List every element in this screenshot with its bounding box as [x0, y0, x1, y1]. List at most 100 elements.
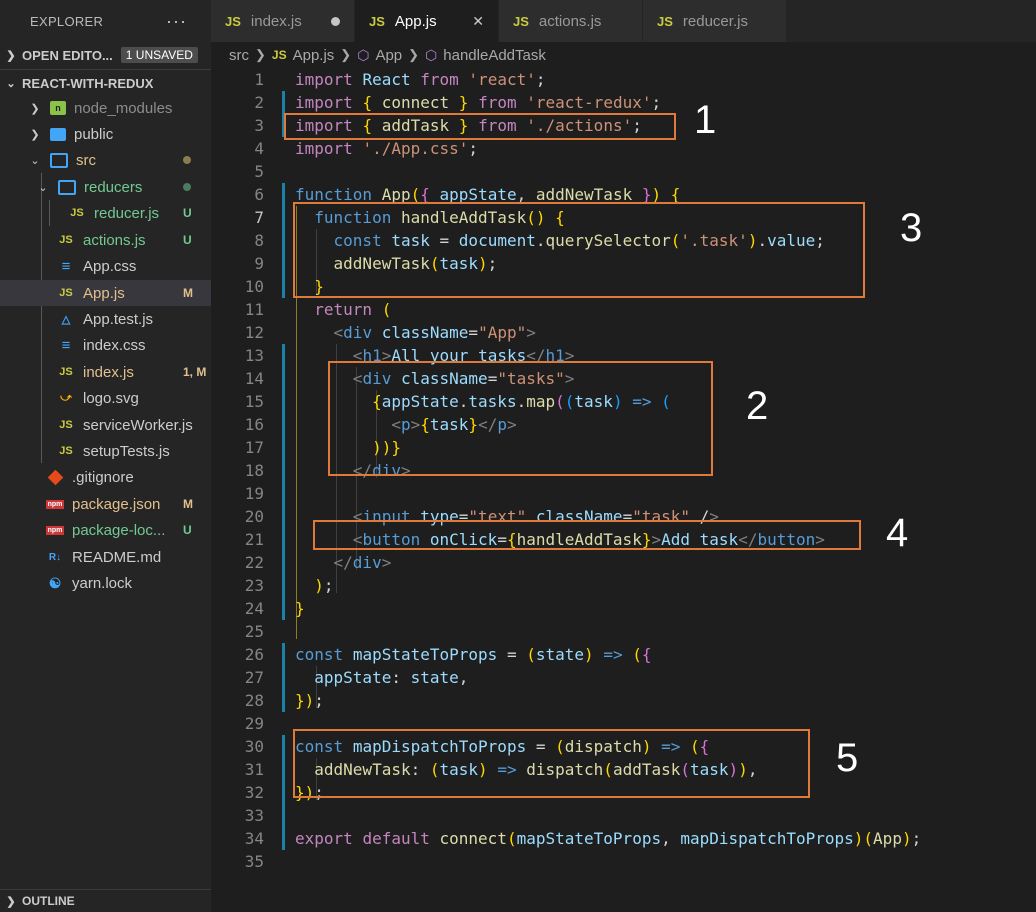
file-label: reducer.js [94, 204, 160, 222]
tree-item-logo-svg[interactable]: ⤻ logo.svg [0, 385, 211, 411]
tree-item-reducer-js[interactable]: JS reducer.js U [0, 200, 211, 226]
chevron-down-icon: ⌄ [38, 181, 48, 194]
code-text: return ( [314, 300, 392, 319]
code-text: <div className="App"> [333, 323, 536, 342]
file-label: actions.js [83, 231, 146, 249]
breadcrumb-component[interactable]: App [375, 46, 403, 64]
tree-item-index-css[interactable]: ≡ index.css [0, 332, 211, 358]
code-text: }); [295, 691, 324, 710]
line-number: 4 [254, 139, 264, 158]
tab-actions-js[interactable]: JS actions.js [499, 0, 643, 42]
js-file-icon: JS [225, 13, 241, 29]
tab-app-js[interactable]: JS App.js ✕ [355, 0, 499, 42]
annotation-box-5 [293, 729, 810, 798]
chevron-down-icon: ⌄ [6, 77, 16, 90]
code-text: ))} [372, 438, 401, 457]
git-change-indicator [282, 344, 285, 620]
outline-section[interactable]: ❯ OUTLINE [0, 889, 211, 912]
js-file-icon: JS [59, 287, 73, 299]
callout-4: 4 [886, 511, 909, 555]
js-file-icon: JS [513, 13, 529, 29]
tree-item-package-lock[interactable]: npm package-loc... U [0, 517, 211, 543]
line-number: 19 [244, 484, 264, 503]
tree-item-package-json[interactable]: npm package.json M [0, 491, 211, 517]
yarn-icon: ☯ [48, 574, 62, 591]
svg-file-icon: ⤻ [60, 391, 72, 404]
js-file-icon: JS [59, 366, 73, 378]
tree-item-reducers[interactable]: ⌄ reducers [0, 174, 211, 200]
tree-item-yarn-lock[interactable]: ☯ yarn.lock [0, 570, 211, 596]
tree-item-service-worker-js[interactable]: JS serviceWorker.js [0, 412, 211, 438]
annotation-box-1 [284, 113, 676, 140]
line-number: 20 [244, 507, 264, 526]
indent-guide [336, 344, 337, 593]
untracked-dot [183, 183, 191, 191]
open-editors-label: OPEN EDITO... [22, 47, 113, 63]
close-icon[interactable]: ✕ [472, 12, 484, 29]
line-number: 7 [254, 208, 264, 227]
js-file-icon: JS [657, 13, 673, 29]
js-file-icon: JS [59, 419, 73, 431]
file-label: App.test.js [83, 310, 154, 328]
file-label: serviceWorker.js [83, 416, 193, 434]
line-number: 27 [244, 668, 264, 687]
js-file-icon: JS [70, 207, 84, 219]
code-text: function handleAddTask() { [314, 208, 565, 227]
tree-item-app-test-js[interactable]: △ App.test.js [0, 306, 211, 332]
tab-reducer-js[interactable]: JS reducer.js [643, 0, 787, 42]
chevron-right-icon: ❯ [6, 49, 16, 62]
git-status: M [183, 286, 193, 300]
file-label: yarn.lock [72, 574, 133, 592]
annotation-box-4 [313, 520, 861, 550]
tree-item-index-js[interactable]: JS index.js 1, M [0, 359, 211, 385]
project-section[interactable]: ⌄ REACT-WITH-REDUX [0, 69, 211, 96]
js-file-icon: JS [59, 234, 73, 246]
more-actions-icon[interactable]: ··· [166, 10, 187, 31]
tree-item-app-js[interactable]: JS App.js M [0, 280, 211, 306]
folder-icon [50, 127, 66, 141]
file-label: index.css [83, 336, 146, 354]
tree-item-setup-tests-js[interactable]: JS setupTests.js [0, 438, 211, 464]
git-status: U [183, 233, 192, 247]
tree-item-node-modules[interactable]: ❯ n node_modules [0, 95, 211, 121]
node-folder-icon: n [50, 101, 66, 115]
code-text: import React from 'react'; [295, 70, 546, 89]
annotation-box-3 [293, 202, 865, 298]
tree-item-actions-js[interactable]: JS actions.js U [0, 227, 211, 253]
line-number: 2 [254, 93, 264, 112]
chevron-right-icon: ❯ [30, 128, 40, 141]
line-number: 33 [244, 806, 264, 825]
git-change-indicator [282, 91, 285, 137]
tab-index-js[interactable]: JS index.js [211, 0, 355, 42]
explorer-header: EXPLORER ··· [0, 0, 211, 42]
tree-item-gitignore[interactable]: .gitignore [0, 464, 211, 490]
line-number: 34 [244, 829, 264, 848]
code-text: function App({ appState, addNewTask }) { [295, 185, 681, 204]
file-label: README.md [72, 548, 162, 566]
tab-label: reducer.js [682, 12, 748, 30]
tree-item-public[interactable]: ❯ public [0, 121, 211, 147]
breadcrumb-file[interactable]: App.js [292, 46, 335, 64]
line-number: 11 [244, 300, 264, 319]
breadcrumb: src ❯ JS App.js ❯ ⬡ App ❯ ⬡ handleAddTas… [211, 42, 1036, 68]
file-label: App.css [83, 257, 137, 275]
breadcrumb-method[interactable]: handleAddTask [443, 46, 546, 64]
code-text: import { addTask } from './actions'; [295, 116, 642, 135]
code-text: addNewTask(task); [333, 254, 498, 273]
code-text: <p>{task}</p> [391, 415, 517, 434]
breadcrumb-folder[interactable]: src [229, 46, 249, 64]
js-file-icon: JS [271, 48, 287, 62]
file-label: index.js [83, 363, 134, 381]
file-label: src [76, 151, 96, 169]
code-text: import './App.css'; [295, 139, 479, 158]
tree-item-app-css[interactable]: ≡ App.css [0, 253, 211, 279]
css-file-icon: ≡ [61, 336, 71, 354]
chevron-right-icon: ❯ [340, 47, 352, 62]
code-text: addNewTask: (task) => dispatch(addTask(t… [314, 760, 758, 779]
tree-item-src[interactable]: ⌄ src [0, 147, 211, 173]
outline-label: OUTLINE [22, 894, 75, 908]
code-text: appState: state, [314, 668, 469, 687]
tree-item-readme[interactable]: R↓ README.md [0, 544, 211, 570]
open-editors-section[interactable]: ❯ OPEN EDITO... 1 UNSAVED [0, 42, 211, 68]
